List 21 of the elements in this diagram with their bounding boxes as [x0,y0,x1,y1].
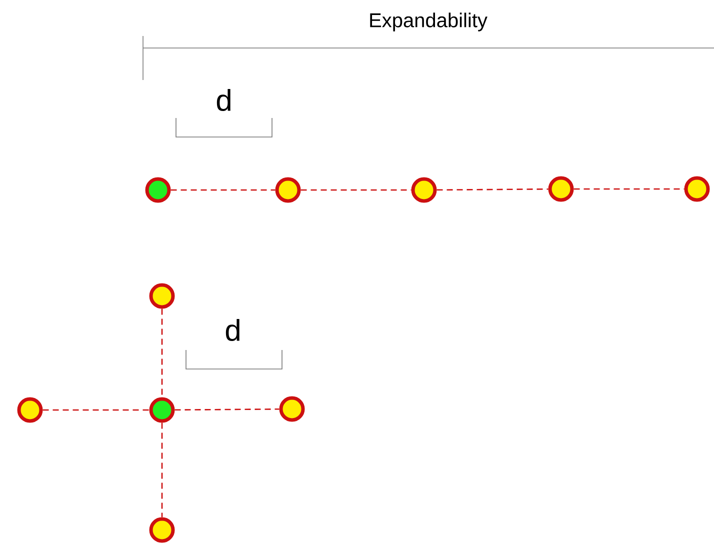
connector-line [170,189,276,191]
connector-line [161,308,163,398]
connector-line [574,188,684,190]
connector-line [161,422,163,518]
circle-marker [548,176,574,202]
circle-marker [145,177,171,203]
circle-marker [275,177,301,203]
circle-marker [279,396,305,422]
connector-line [174,408,280,411]
circle-marker [149,397,175,423]
dimension-label: Expandability [370,12,488,32]
dimension-label: d [216,89,230,112]
circle-marker [17,397,43,423]
dimension-label: d [226,319,240,342]
connector-line [436,188,548,191]
circle-marker [149,517,175,543]
connector-line [42,409,150,411]
circle-marker [684,176,710,202]
circle-marker [411,177,437,203]
circle-marker [149,283,175,309]
connector-line [300,189,412,191]
